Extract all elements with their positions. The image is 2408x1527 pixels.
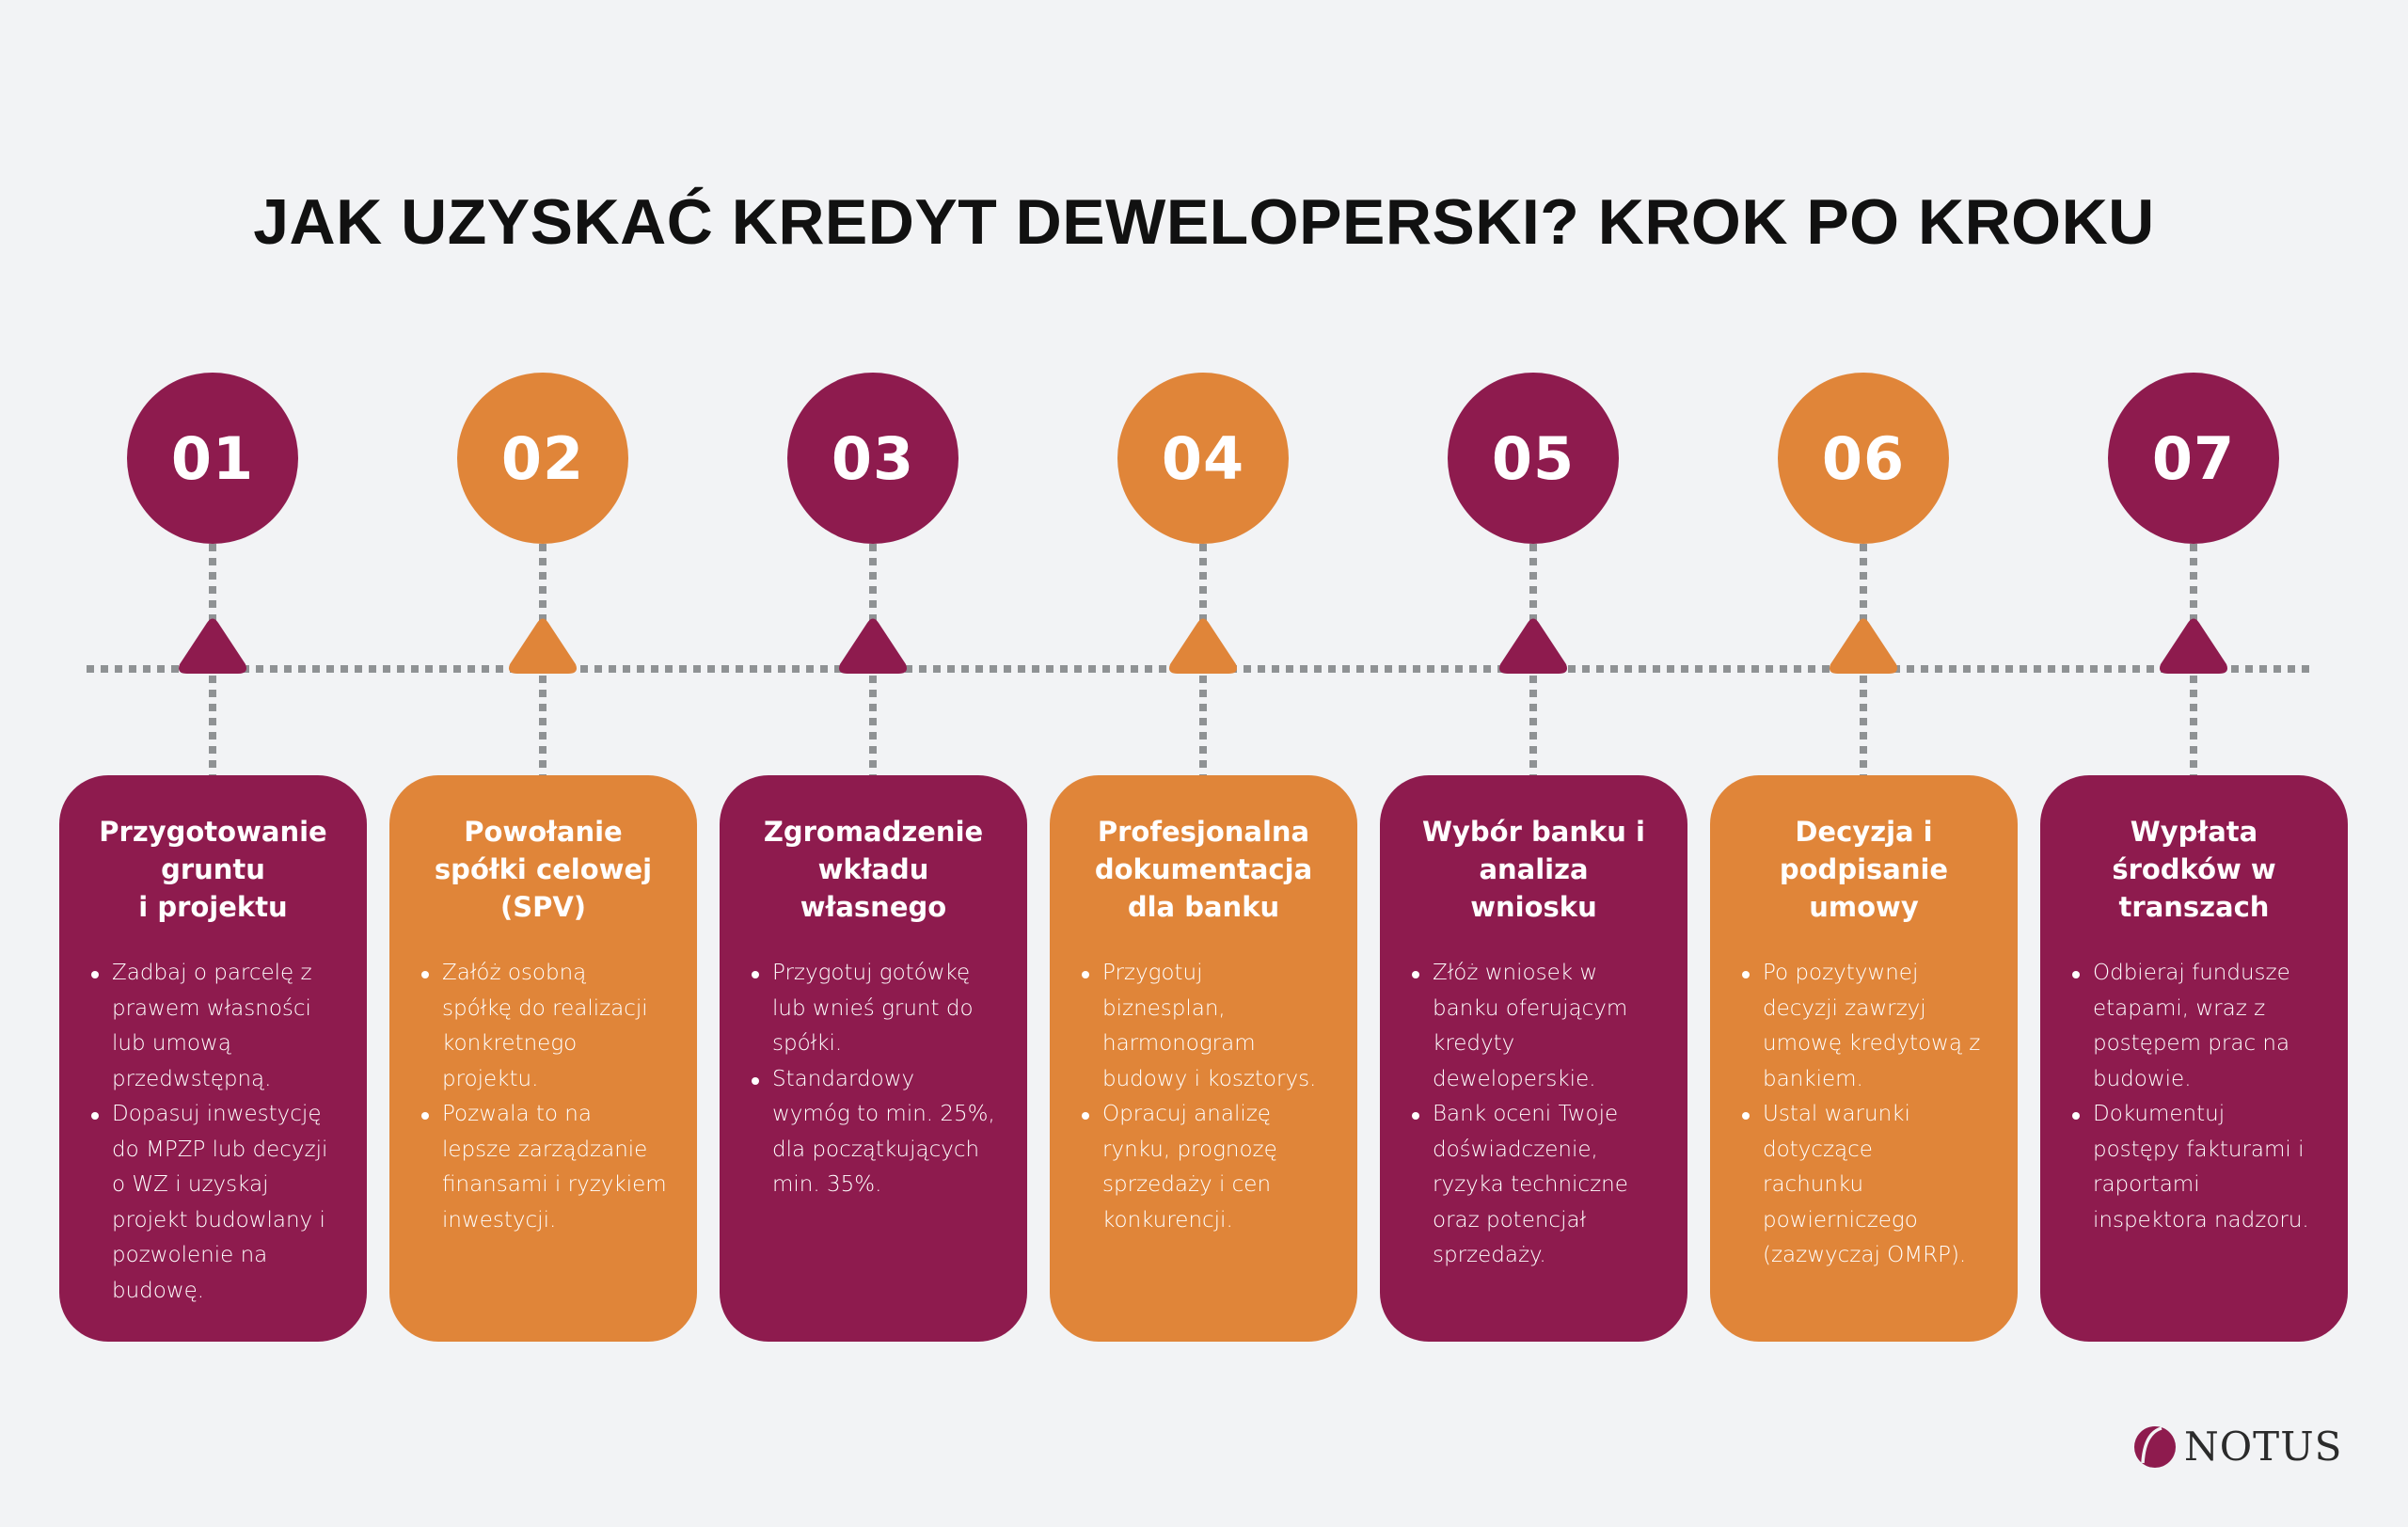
step-card: Zgromadzenie wkładu własnego Przygotuj g… (720, 775, 1027, 1342)
notus-circle-logo-icon (2134, 1426, 2176, 1468)
bullet-item: Opracuj analizę rynku, prognozę sprzedaż… (1082, 1097, 1335, 1238)
step-number-badge: 07 (2108, 373, 2279, 544)
bullet-item: Załóż osobną spółkę do realizacji konkre… (421, 956, 674, 1097)
bullet-item: Zadbaj o parcelę z prawem własności lub … (91, 956, 344, 1097)
step-card: Profesjonalna dokumentacja dla banku Prz… (1050, 775, 1357, 1342)
step-04: 04 Profesjonalna dokumentacja dla banku … (1038, 0, 1369, 1527)
connector-bottom (1860, 676, 1867, 777)
connector-top (1860, 544, 1867, 627)
step-05: 05 Wybór banku i analiza wniosku Złóż wn… (1369, 0, 1699, 1527)
bullet-item: Dopasuj inwestycję do MPZP lub decyzji o… (91, 1097, 344, 1309)
bullet-item: Bank oceni Twoje doświadczenie, ryzyka t… (1412, 1097, 1665, 1274)
bullet-item: Odbieraj fundusze etapami, wraz z postęp… (2072, 956, 2325, 1097)
connector-bottom (1199, 676, 1207, 777)
step-number-badge: 04 (1117, 373, 1289, 544)
step-number-badge: 01 (127, 373, 298, 544)
step-07: 07 Wypłata środków w transzach Odbieraj … (2029, 0, 2359, 1527)
step-bullets: Przygotuj biznesplan, harmonogram budowy… (1069, 956, 1339, 1238)
step-title: Wypłata środków w transzach (2112, 816, 2276, 923)
step-title: Zgromadzenie wkładu własnego (763, 816, 984, 923)
logo-text: NOTUS (2184, 1424, 2343, 1470)
connector-top (869, 544, 877, 627)
step-card: Decyzja i podpisanie umowy Po pozytywnej… (1710, 775, 2018, 1342)
bullet-item: Po pozytywnej decyzji zawrzyj umowę kred… (1742, 956, 1995, 1097)
bullet-item: Standardowy wymóg to min. 25%, dla począ… (752, 1062, 1005, 1203)
triangle-marker-icon (839, 618, 907, 674)
step-title: Powołanie spółki celowej (SPV) (434, 816, 653, 923)
connector-top (2190, 544, 2197, 627)
page-title: JAK UZYSKAĆ KREDYT DEWELOPERSKI? KROK PO… (253, 186, 2155, 258)
step-03: 03 Zgromadzenie wkładu własnego Przygotu… (708, 0, 1038, 1527)
connector-bottom (869, 676, 877, 777)
step-bullets: Przygotuj gotówkę lub wnieś grunt do spó… (738, 956, 1008, 1203)
step-title: Profesjonalna dokumentacja dla banku (1094, 816, 1313, 923)
step-02: 02 Powołanie spółki celowej (SPV) Załóż … (378, 0, 708, 1527)
connector-top (1529, 544, 1537, 627)
step-bullets: Zadbaj o parcelę z prawem własności lub … (78, 956, 348, 1309)
step-number-badge: 05 (1448, 373, 1619, 544)
step-card: Wypłata środków w transzach Odbieraj fun… (2040, 775, 2348, 1342)
triangle-marker-icon (2160, 618, 2227, 674)
connector-bottom (539, 676, 547, 777)
connector-top (539, 544, 547, 627)
connector-top (209, 544, 216, 627)
bullet-item: Dokumentuj postępy fakturami i raportami… (2072, 1097, 2325, 1238)
step-bullets: Po pozytywnej decyzji zawrzyj umowę kred… (1729, 956, 1999, 1274)
step-06: 06 Decyzja i podpisanie umowy Po pozytyw… (1699, 0, 2029, 1527)
step-number-badge: 02 (457, 373, 628, 544)
step-card: Przygotowanie gruntu i projektu Zadbaj o… (59, 775, 367, 1342)
step-01: 01 Przygotowanie gruntu i projektu Zadba… (48, 0, 378, 1527)
notus-logo: NOTUS (2133, 1424, 2342, 1470)
bullet-item: Złóż wniosek w banku oferującym kredyty … (1412, 956, 1665, 1097)
bullet-item: Przygotuj biznesplan, harmonogram budowy… (1082, 956, 1335, 1097)
bullet-item: Ustal warunki dotyczące rachunku powiern… (1742, 1097, 1995, 1274)
connector-top (1199, 544, 1207, 627)
bullet-item: Przygotuj gotówkę lub wnieś grunt do spó… (752, 956, 1005, 1062)
triangle-marker-icon (179, 618, 246, 674)
triangle-marker-icon (1169, 618, 1237, 674)
connector-bottom (209, 676, 216, 777)
step-card: Powołanie spółki celowej (SPV) Załóż oso… (389, 775, 697, 1342)
bullet-item: Pozwala to na lepsze zarządzanie finansa… (421, 1097, 674, 1238)
triangle-marker-icon (509, 618, 577, 674)
triangle-marker-icon (1499, 618, 1567, 674)
step-title: Decyzja i podpisanie umowy (1779, 816, 1949, 923)
connector-bottom (2190, 676, 2197, 777)
step-title: Przygotowanie gruntu i projektu (99, 816, 327, 923)
step-title: Wybór banku i analiza wniosku (1422, 816, 1645, 923)
step-number-badge: 06 (1778, 373, 1949, 544)
step-card: Wybór banku i analiza wniosku Złóż wnios… (1380, 775, 1687, 1342)
step-bullets: Odbieraj fundusze etapami, wraz z postęp… (2059, 956, 2329, 1238)
step-bullets: Złóż wniosek w banku oferującym kredyty … (1399, 956, 1669, 1274)
step-bullets: Załóż osobną spółkę do realizacji konkre… (408, 956, 678, 1238)
triangle-marker-icon (1830, 618, 1897, 674)
connector-bottom (1529, 676, 1537, 777)
step-number-badge: 03 (787, 373, 958, 544)
